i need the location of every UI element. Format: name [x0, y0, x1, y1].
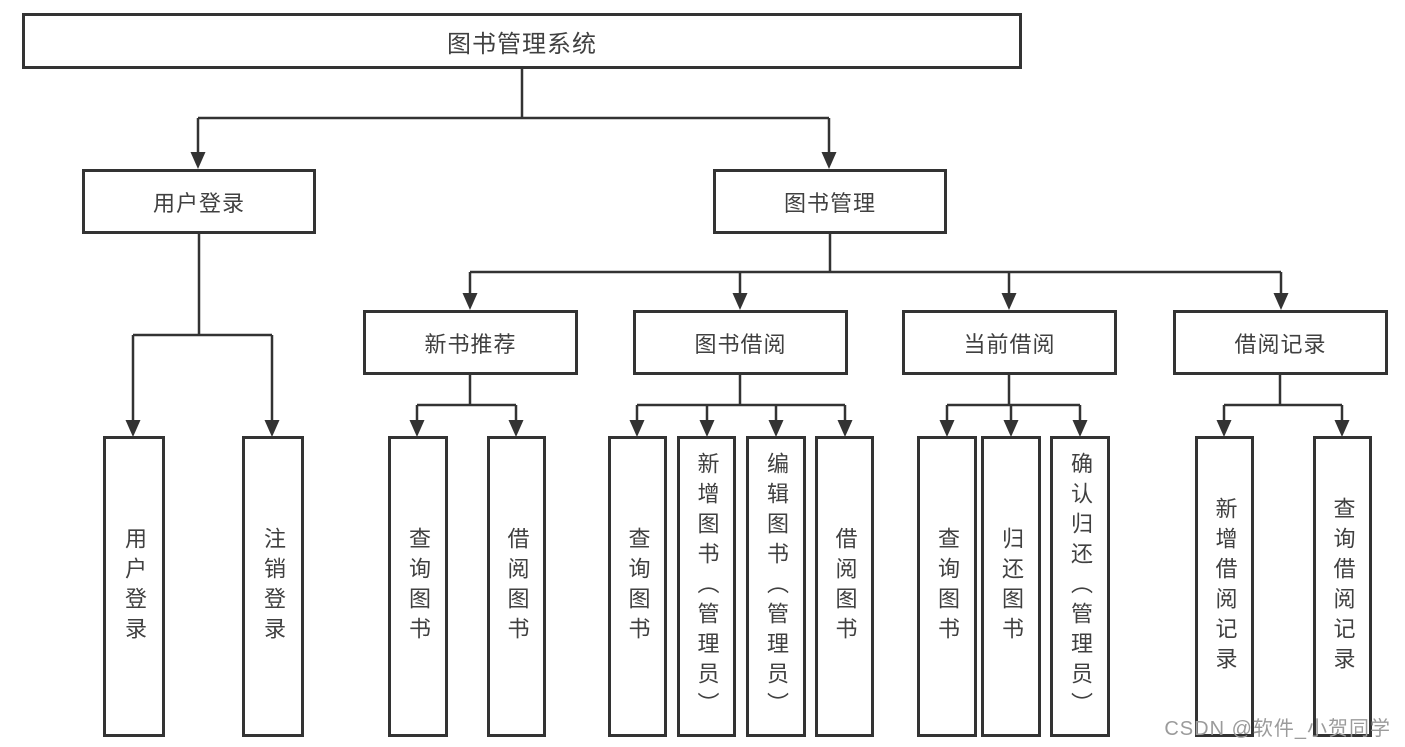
arrow-down-icon — [1334, 420, 1350, 437]
node-leaf-logout: 注销登录 — [242, 436, 304, 737]
arrow-down-icon — [1216, 420, 1232, 437]
node-book-management: 图书管理 — [713, 169, 947, 234]
arrow-down-icon — [837, 420, 853, 437]
node-current-borrow: 当前借阅 — [902, 310, 1117, 375]
arrow-down-icon — [508, 420, 524, 437]
node-leaf-return-books: 归还图书 — [981, 436, 1041, 737]
node-leaf-edit-books-admin: 编辑图书（管理员） — [746, 436, 806, 737]
arrow-down-icon — [125, 420, 141, 437]
arrow-down-icon — [462, 293, 478, 310]
arrow-down-icon — [939, 420, 955, 437]
node-borrow-records: 借阅记录 — [1173, 310, 1388, 375]
arrow-down-icon — [1072, 420, 1088, 437]
arrow-down-icon — [1273, 293, 1289, 310]
arrowheads — [125, 152, 1350, 437]
arrow-down-icon — [1003, 420, 1019, 437]
arrow-down-icon — [409, 420, 425, 437]
arrow-down-icon — [1001, 293, 1017, 310]
node-leaf-add-books-admin: 新增图书（管理员） — [677, 436, 736, 737]
watermark: CSDN @软件_小贺同学 — [1164, 718, 1391, 740]
arrow-down-icon — [190, 152, 206, 169]
arrow-down-icon — [768, 420, 784, 437]
arrow-down-icon — [264, 420, 280, 437]
node-leaf-borrow-books-borrow: 借阅图书 — [815, 436, 874, 737]
node-leaf-confirm-return-admin: 确认归还（管理员） — [1050, 436, 1110, 737]
node-book-borrow: 图书借阅 — [633, 310, 848, 375]
node-leaf-query-books-current: 查询图书 — [917, 436, 977, 737]
node-user-login: 用户登录 — [82, 169, 316, 234]
node-leaf-user-login: 用户登录 — [103, 436, 165, 737]
node-leaf-query-books-recommend: 查询图书 — [388, 436, 448, 737]
arrow-down-icon — [732, 293, 748, 310]
node-leaf-query-books-borrow: 查询图书 — [608, 436, 667, 737]
node-leaf-add-borrow-record: 新增借阅记录 — [1195, 436, 1254, 737]
node-leaf-query-borrow-record: 查询借阅记录 — [1313, 436, 1372, 737]
node-new-book-recommend: 新书推荐 — [363, 310, 578, 375]
arrow-down-icon — [821, 152, 837, 169]
node-leaf-borrow-books-recommend: 借阅图书 — [487, 436, 546, 737]
arrow-down-icon — [629, 420, 645, 437]
node-root: 图书管理系统 — [22, 13, 1022, 69]
tree-edges — [131, 69, 1344, 422]
arrow-down-icon — [699, 420, 715, 437]
